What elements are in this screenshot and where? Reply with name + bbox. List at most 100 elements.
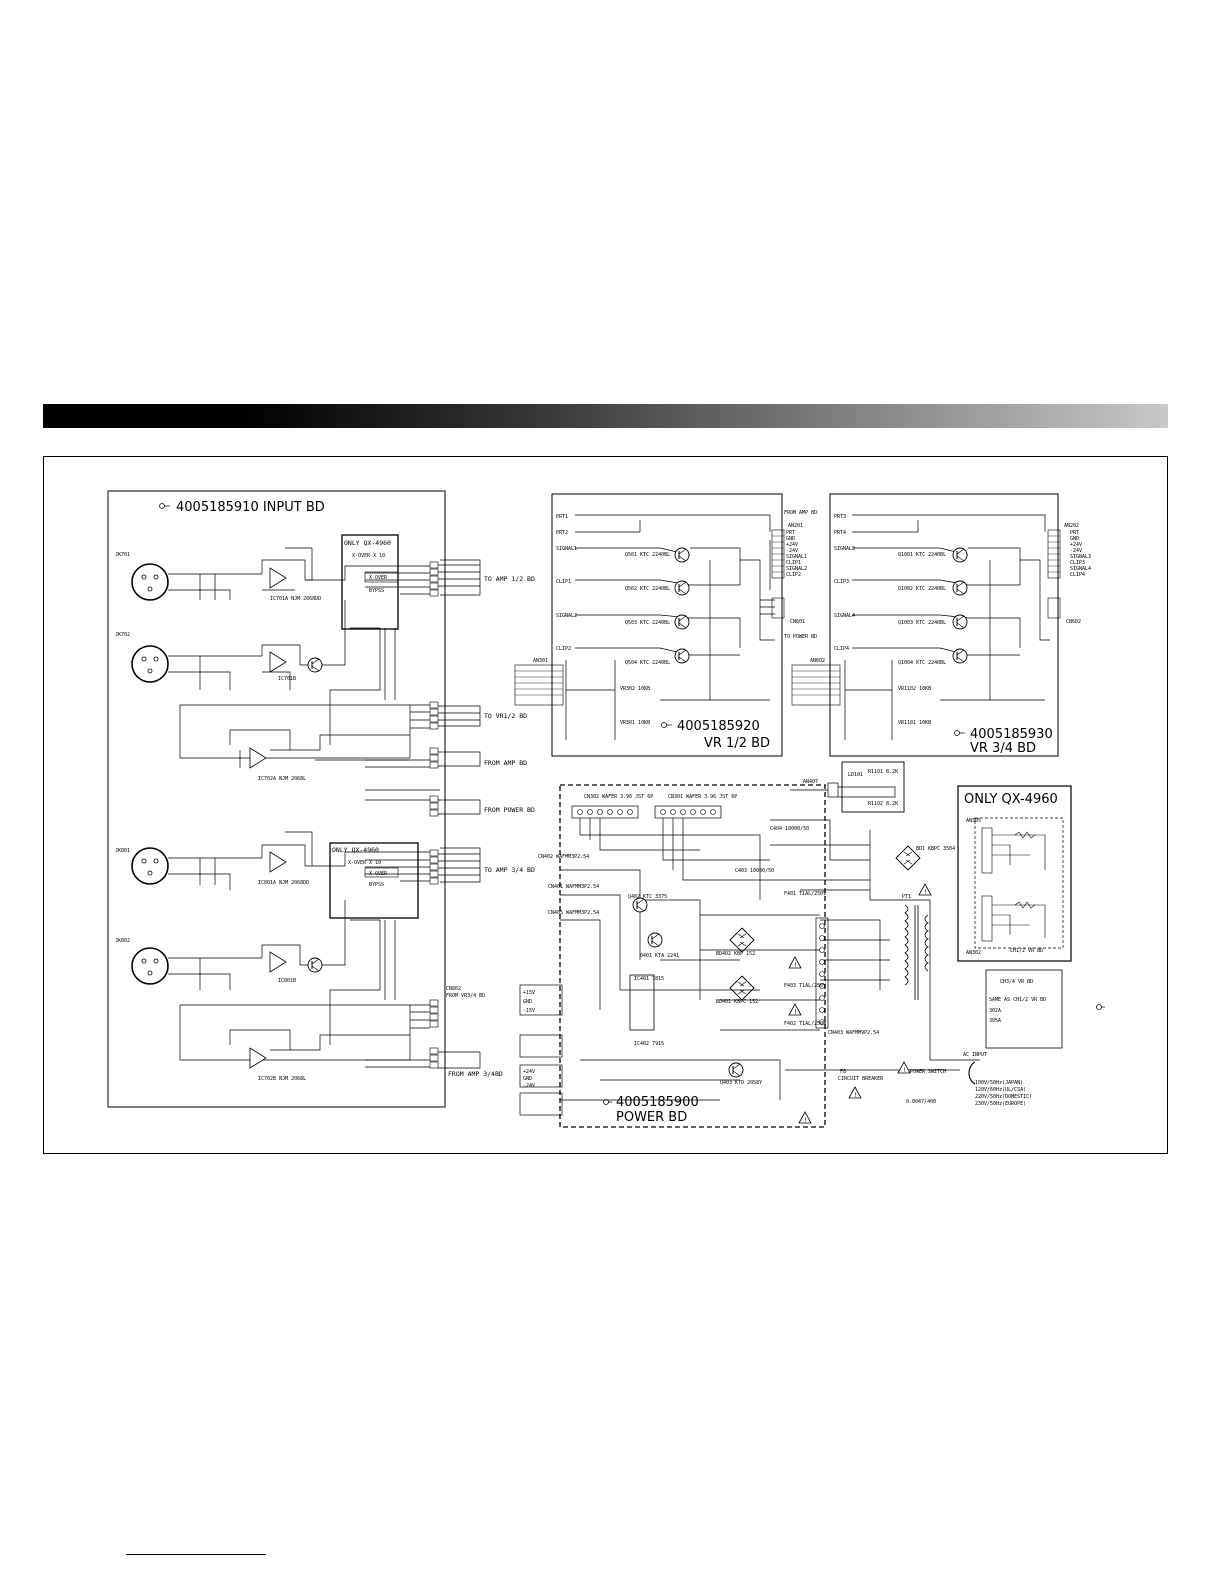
warning-icon — [848, 1086, 862, 1100]
jack-jk702 — [131, 645, 169, 683]
bypass-label-ch2: BYPSS — [369, 882, 384, 888]
warning-icon — [798, 1111, 812, 1125]
only4960-part-302a: 302A — [989, 1008, 1001, 1014]
vr34-board: Q1001 KTC 2240BL Q1002 KTC 2240BL Q1003 … — [791, 493, 1091, 757]
transistor-q1004 — [952, 648, 968, 664]
opamp-ic701a — [269, 567, 287, 589]
power-part-c403: C403 10000/50 — [735, 868, 774, 874]
vr12-pin-clip2: CLIP2 — [556, 646, 571, 652]
bridge-bd402 — [729, 927, 755, 953]
vr12-title: VR 1/2 BD — [704, 736, 770, 751]
vr12-pin-right-8: CLIP2 — [786, 572, 801, 578]
xover-label-ch1: X-OVER X 10 — [352, 553, 385, 559]
vr34-pin-clip3: CLIP3 — [834, 579, 849, 585]
ic-label-ic701b: IC701B — [278, 676, 296, 682]
ic-label-ic701a: IC701A NJM 2068DD — [270, 596, 321, 602]
power-part-q402: Q402 KTC 3375 — [628, 894, 667, 900]
jack-label-jk701: JK701 — [115, 552, 130, 558]
transistor-label-q1001: Q1001 KTC 2240BL — [898, 552, 946, 558]
output-label-5: TO AMP 3/4 BD — [484, 866, 535, 874]
vr34-title-num: 4005185930 — [970, 727, 1053, 742]
vr12-pin-clip1: CLIP1 — [556, 579, 571, 585]
vr12-vr302: VR302 10KB — [620, 686, 650, 692]
output-label-7: FROM VR3/4 BD — [446, 993, 485, 999]
warning-icon — [788, 956, 802, 970]
ac-voltage-4: 230V/50Hz(EUROPE) — [975, 1101, 1026, 1107]
transistor-q504 — [674, 648, 690, 664]
power-board: CN302 WAFER 3.96 JST 6P CN301 WAFER 3.96… — [519, 784, 1032, 1128]
only-label-ch2: ONLY QX-4960 — [332, 846, 379, 854]
transistor-q403 — [728, 1062, 744, 1078]
transistor-q701 — [307, 657, 323, 673]
jack-label-jk801: JK801 — [115, 848, 130, 854]
xover2-label-ch1: X-OVER — [369, 575, 388, 581]
power-part-bd401: BD401 KBPC 152 — [716, 999, 758, 1005]
vr12-conn-an201: AN201 — [788, 523, 803, 529]
vr34-title: VR 3/4 BD — [970, 741, 1036, 756]
vr12-pin-right-3: +24V — [786, 542, 798, 548]
footer-rule — [126, 1554, 266, 1555]
schematic-frame — [43, 456, 1168, 1154]
only4960-label: CH1/2 VR BD — [1010, 948, 1043, 954]
only4960-note: SAME AS CH1/2 VR BD — [989, 997, 1046, 1003]
power-rail-5: GND — [523, 1076, 532, 1082]
jack-jk802 — [131, 947, 169, 985]
power-conn-cn301: CN301 WAFER 3.96 JST 6P — [668, 794, 737, 800]
output-label-3: FROM AMP BD — [484, 759, 527, 767]
vr34-conn-cn602: CN602 — [1066, 619, 1081, 625]
output-label-4: FROM POWER BD — [484, 806, 535, 814]
led-part-r1102: R1102 8.2K — [868, 801, 898, 807]
vr12-pin-signal1: SIGNAL1 — [556, 546, 577, 552]
only4960-title: ONLY QX-4960 — [964, 792, 1058, 807]
ic-label-ic702b: IC702B NJM 2068L — [258, 1076, 306, 1082]
xover-label-ch2: X-OVER X 10 — [348, 860, 381, 866]
output-label-2: TO VR1/2 BD — [484, 712, 527, 720]
xover2-label-ch2: X-OVER — [369, 871, 388, 877]
vr34-pin-clip4: CLIP4 — [834, 646, 849, 652]
power-switch: POWER SWITCH — [910, 1069, 946, 1075]
vr12-pin-right-6: CLIP1 — [786, 560, 801, 566]
power-part-f402: F402 T1AL/250V — [784, 1021, 826, 1027]
transistor-label-q503: Q503 KTC 2240BL — [625, 620, 670, 626]
output-label-6: CN802 — [446, 986, 461, 992]
power-conn-cn302: CN302 WAFER 3.96 JST 6P — [584, 794, 653, 800]
vr12-board: Q501 KTC 2240BL Q502 KTC 2240BL Q503 KTC… — [514, 493, 817, 757]
only4960-conn-an305: AN305 — [966, 818, 981, 824]
transistor-q503 — [674, 614, 690, 630]
transistor-q801 — [307, 957, 323, 973]
input-board-title: 4005185910 INPUT BD — [176, 500, 325, 515]
ac-voltage-3: 220V/50Hz(DOMESTIC) — [975, 1094, 1032, 1100]
transistor-label-q1002: Q1002 KTC 2240BL — [898, 586, 946, 592]
ac-voltage-2: 120V/60Hz(UL/CSA) — [975, 1087, 1026, 1093]
bypass-label-ch1: BYPSS — [369, 588, 384, 594]
power-part-f403: F403 T1AL/250V — [784, 983, 826, 989]
only4960-board: ONLY QX-4960 AN305 AN302 CH1/2 VR BD CH3… — [957, 785, 1105, 1049]
opamp-ic702b — [249, 1047, 267, 1069]
transistor-label-q504: Q504 KTC 2240BL — [625, 660, 670, 666]
transistor-label-q502: Q502 KTC 2240BL — [625, 586, 670, 592]
power-conn-cn403: CN403 WAFMM9P2.54 — [828, 1030, 879, 1036]
warning-icon — [918, 883, 932, 897]
output-label-8: FROM AMP 3/4BD — [448, 1070, 503, 1078]
power-conn-cn405: CN405 WAFMM3P2.54 — [548, 910, 599, 916]
led-part-r1101: R1101 8.2K — [868, 769, 898, 775]
power-rail-2: GND — [523, 999, 532, 1005]
only4960-note-title: CH3/4 VR BD — [1000, 979, 1033, 985]
vr12-pin-right-4: -24V — [786, 548, 798, 554]
vr34-pin-right-8: CLIP4 — [1070, 572, 1085, 578]
vr12-to-power: TO POWER BD — [784, 634, 817, 640]
ac-input-label: AC INPUT — [963, 1052, 987, 1058]
vr34-vr1102: VR1102 10KB — [898, 686, 931, 692]
power-rail-3: -15V — [523, 1008, 535, 1014]
vr34-pin-right-2: GND — [1070, 536, 1079, 542]
opamp-ic701b — [269, 651, 287, 673]
power-part-f401: F401 T1AL/250V — [784, 891, 826, 897]
power-pt1: PT1 — [902, 894, 911, 900]
input-board: 4005185910 INPUT BD JK701 JK702 JK801 JK… — [107, 490, 535, 1108]
power-conn-cn402: CN402 WAFMM3P2.54 — [538, 854, 589, 860]
transistor-q1002 — [952, 580, 968, 596]
vr12-pin-right-1: PRT — [786, 530, 795, 536]
power-switch-cap: 0.0047/400 — [906, 1099, 936, 1105]
power-part-c404: C404 10000/50 — [770, 826, 809, 832]
transistor-label-q1003: Q1003 KTC 2240BL — [898, 620, 946, 626]
